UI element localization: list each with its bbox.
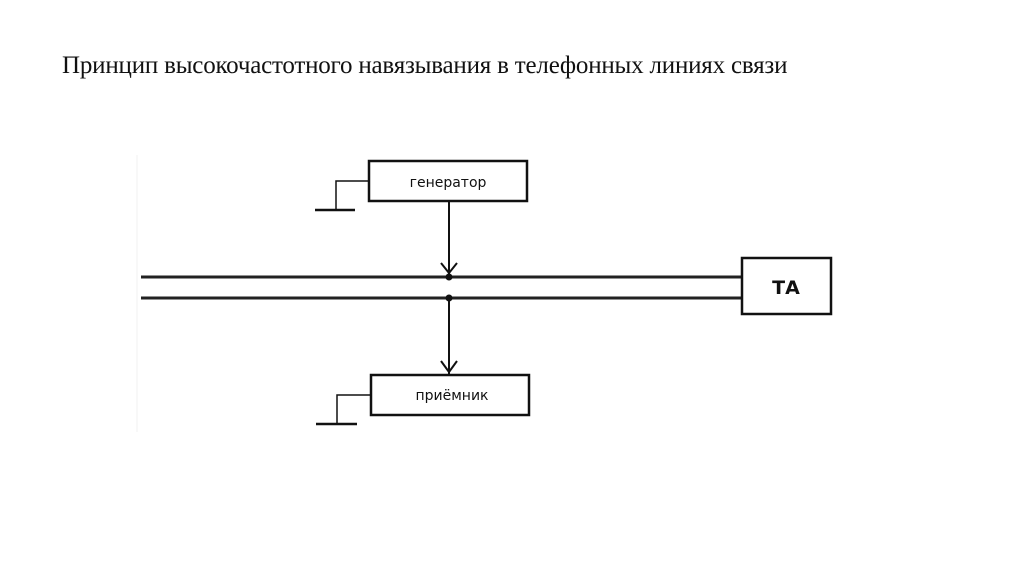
arrowhead-icon	[440, 262, 458, 275]
ta-label: ТА	[772, 277, 800, 299]
receiver-label: приёмник	[415, 388, 488, 404]
arrowhead-icon	[440, 360, 458, 374]
page-title: Принцип высокочастотного навязывания в т…	[62, 52, 788, 79]
junction-dot	[445, 273, 453, 281]
receiver-block: приёмник	[316, 373, 531, 426]
generator-block: генератор	[315, 159, 529, 212]
generator-label: генератор	[410, 175, 487, 191]
generator-ground-wire	[335, 180, 369, 210]
receiver-ground-wire	[336, 394, 371, 424]
ta-block: ТА	[740, 256, 833, 316]
ta-box	[740, 256, 833, 316]
